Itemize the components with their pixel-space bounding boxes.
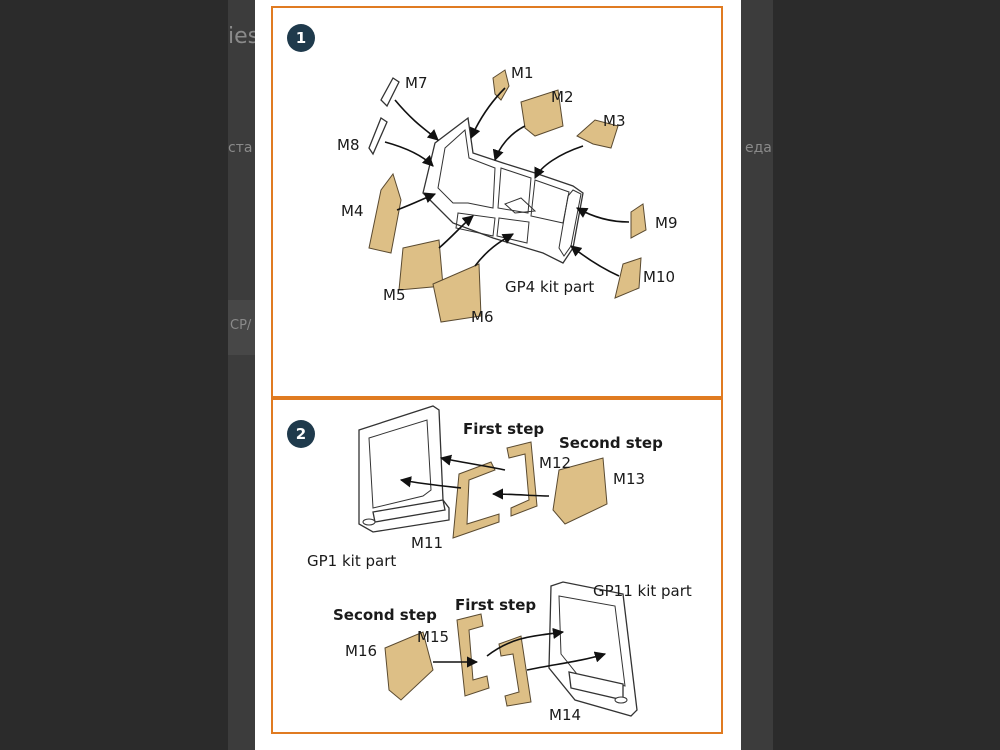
background-fragment-left: ста bbox=[228, 140, 253, 156]
label-m16: M16 bbox=[345, 642, 378, 660]
label-m6: M6 bbox=[471, 308, 494, 326]
gp1-kit-frame bbox=[358, 405, 450, 533]
step-2-badge: 2 bbox=[287, 420, 315, 448]
part-m10 bbox=[614, 257, 642, 299]
background-fragment-mid: СР/ bbox=[230, 318, 252, 333]
background-fragment-right: еда bbox=[745, 140, 772, 156]
label-upper-first-step: First step bbox=[463, 420, 545, 438]
step-1-arrows bbox=[384, 87, 630, 277]
label-m15: M15 bbox=[417, 628, 450, 646]
part-m1 bbox=[492, 69, 510, 101]
part-m2 bbox=[520, 89, 564, 137]
part-m9 bbox=[630, 203, 647, 239]
label-gp4-kit-part: GP4 kit part bbox=[505, 278, 595, 296]
gp11-kit-frame bbox=[548, 581, 638, 717]
label-upper-second-step: Second step bbox=[559, 434, 663, 452]
part-m16 bbox=[384, 631, 434, 701]
part-m13 bbox=[552, 457, 608, 525]
background-strip bbox=[228, 300, 258, 355]
step-2-upper-arrows bbox=[399, 454, 550, 500]
label-m2: M2 bbox=[551, 88, 574, 106]
step-1-diagram bbox=[368, 69, 647, 323]
background-fragment-top: ies bbox=[228, 24, 260, 49]
label-m12: M12 bbox=[539, 454, 572, 472]
part-m4 bbox=[368, 172, 402, 254]
part-m6 bbox=[432, 263, 482, 323]
label-m7: M7 bbox=[405, 74, 428, 92]
label-m4: M4 bbox=[341, 202, 364, 220]
step-2-lower-arrows bbox=[433, 627, 607, 671]
part-m12 bbox=[506, 441, 538, 517]
step-1-badge: 1 bbox=[287, 24, 315, 52]
label-m10: M10 bbox=[643, 268, 676, 286]
part-m3 bbox=[576, 119, 619, 149]
step-2-diagram bbox=[358, 405, 638, 717]
part-m14 bbox=[498, 635, 532, 707]
label-m8: M8 bbox=[337, 136, 360, 154]
label-gp11-kit-part: GP11 kit part bbox=[593, 582, 692, 600]
label-m1: M1 bbox=[511, 64, 534, 82]
part-m11 bbox=[452, 461, 500, 539]
part-m15 bbox=[456, 613, 490, 697]
label-m11: M11 bbox=[411, 534, 444, 552]
label-gp1-kit-part: GP1 kit part bbox=[307, 552, 397, 570]
part-m8 bbox=[368, 117, 388, 156]
label-m9: M9 bbox=[655, 214, 678, 232]
label-m5: M5 bbox=[383, 286, 406, 304]
part-m7 bbox=[380, 77, 400, 108]
step-1-panel: 1 bbox=[271, 6, 723, 398]
label-lower-second-step: Second step bbox=[333, 606, 437, 624]
label-m3: M3 bbox=[603, 112, 626, 130]
label-m13: M13 bbox=[613, 470, 646, 488]
label-lower-first-step: First step bbox=[455, 596, 537, 614]
step-2-panel: 2 bbox=[271, 398, 723, 734]
label-m14: M14 bbox=[549, 706, 582, 724]
